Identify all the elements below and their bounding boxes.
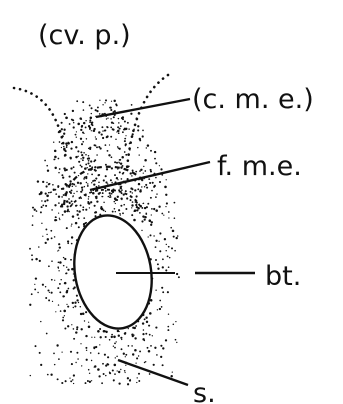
label-bt: bt. xyxy=(265,261,301,292)
inner-membrane-line xyxy=(66,188,141,213)
cavity-outline xyxy=(62,165,145,206)
label-c-m-e: (c. m. e.) xyxy=(192,84,314,115)
label-cv-p: (cv. p.) xyxy=(38,20,131,51)
leader-fme xyxy=(89,160,211,192)
dotted-outline-right xyxy=(125,73,170,170)
leader-cme xyxy=(95,97,191,119)
label-f-m-e: f. m.e. xyxy=(217,151,302,182)
label-s: s. xyxy=(193,378,216,404)
dotted-outline-left xyxy=(12,86,68,162)
leader-s xyxy=(117,358,189,387)
bt-oval xyxy=(73,214,153,330)
